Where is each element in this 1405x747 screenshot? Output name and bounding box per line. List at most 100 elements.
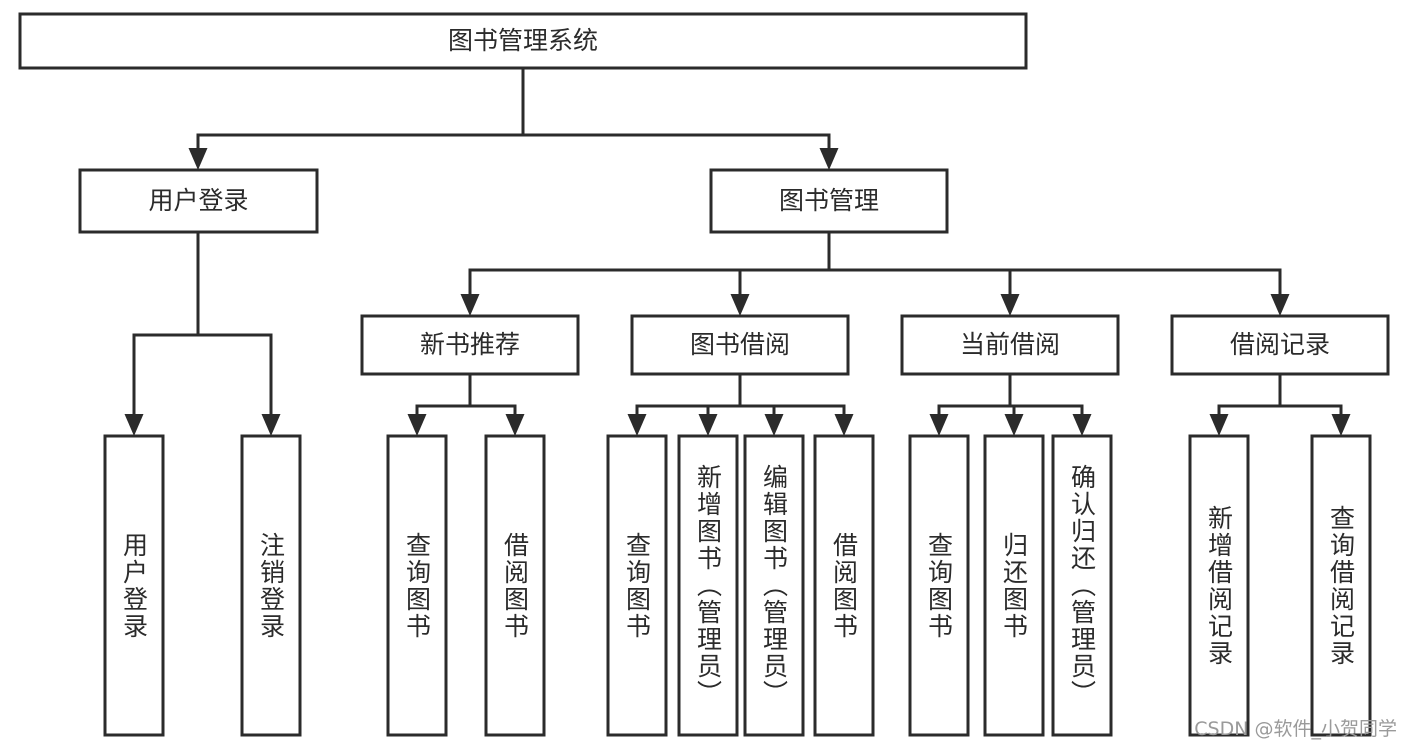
node-box[interactable]: [743, 434, 805, 737]
node-root[interactable]: 图书管理系统: [18, 12, 1028, 70]
connector-user-login: [124, 230, 281, 436]
node-box[interactable]: [900, 314, 1120, 376]
arrow-head-icon: [730, 294, 750, 316]
node-label: 编辑图书（管理员）: [759, 464, 789, 707]
node-box[interactable]: [103, 434, 165, 737]
node-label: 图书管理系统: [448, 26, 598, 55]
node-box[interactable]: [677, 434, 739, 737]
node-label: 查询借阅记录: [1326, 504, 1356, 667]
arrow-head-icon: [407, 414, 427, 436]
arrow-head-icon: [819, 148, 839, 170]
node-label: 图书管理: [779, 186, 879, 215]
node-box[interactable]: [1170, 314, 1390, 376]
arrow-head-icon: [188, 148, 208, 170]
node-box[interactable]: [18, 12, 1028, 70]
arrow-head-icon: [1331, 414, 1351, 436]
node-box[interactable]: [1051, 434, 1113, 737]
connector-book-manage: [460, 230, 1290, 316]
node-box[interactable]: [709, 168, 949, 234]
node-label: 查询图书: [622, 531, 652, 640]
node-box[interactable]: [484, 434, 546, 737]
arrow-head-icon: [1270, 294, 1290, 316]
csdn-watermark: CSDN @软件_小贺同学: [1194, 718, 1397, 740]
node-label: 借阅记录: [1230, 330, 1330, 359]
node-label-wrap-leaf-user-logout: 注销登录: [242, 436, 300, 735]
node-leaf-borrow-do[interactable]: [813, 434, 875, 737]
node-new-book-rec[interactable]: 新书推荐: [360, 314, 580, 376]
node-label-wrap-leaf-cur-confirm: 确认归还（管理员）: [1053, 436, 1111, 735]
node-leaf-rec-borrow[interactable]: [484, 434, 546, 737]
node-box[interactable]: [1188, 434, 1250, 737]
node-label: 新增图书（管理员）: [693, 464, 723, 707]
node-current-borrow[interactable]: 当前借阅: [900, 314, 1120, 376]
connector-borrow-record: [1209, 372, 1351, 436]
connector-current-borrow: [929, 372, 1092, 436]
node-book-manage[interactable]: 图书管理: [709, 168, 949, 234]
node-label: 查询图书: [924, 531, 954, 640]
node-label-wrap-leaf-borrow-add: 新增图书（管理员）: [679, 436, 737, 735]
node-label-wrap-leaf-rec-borrow: 借阅图书: [486, 436, 544, 735]
node-label-wrap-leaf-borrow-query: 查询图书: [608, 436, 666, 735]
node-label-wrap-leaf-rec-add: 新增借阅记录: [1190, 436, 1248, 735]
node-box[interactable]: [78, 168, 319, 234]
node-box[interactable]: [240, 434, 302, 737]
node-label: 新书推荐: [420, 330, 520, 359]
node-box[interactable]: [606, 434, 668, 737]
connector-book-borrow: [627, 372, 854, 436]
node-leaf-rec-query[interactable]: [386, 434, 448, 737]
node-label: 用户登录: [148, 186, 248, 215]
node-box[interactable]: [386, 434, 448, 737]
connectors-layer: [124, 66, 1351, 436]
arrow-head-icon: [929, 414, 949, 436]
node-label: 归还图书: [999, 531, 1029, 640]
node-label-wrap-leaf-rec-query: 查询图书: [388, 436, 446, 735]
node-label: 当前借阅: [960, 330, 1060, 359]
node-leaf-cur-query[interactable]: [908, 434, 970, 737]
arrow-head-icon: [1004, 414, 1024, 436]
node-leaf-cur-return[interactable]: [983, 434, 1045, 737]
arrow-head-icon: [834, 414, 854, 436]
node-label-wrap-leaf-borrow-do: 借阅图书: [815, 436, 873, 735]
node-leaf-rec-search[interactable]: [1310, 434, 1372, 737]
node-leaf-borrow-edit[interactable]: [743, 434, 805, 737]
node-label-wrap-leaf-user-login: 用户登录: [105, 436, 163, 735]
node-label: 确认归还（管理员）: [1067, 464, 1097, 707]
arrow-head-icon: [1072, 414, 1092, 436]
node-leaf-user-login[interactable]: [103, 434, 165, 737]
node-book-borrow[interactable]: 图书借阅: [630, 314, 850, 376]
node-label: 新增借阅记录: [1204, 504, 1234, 667]
node-label-wrap-leaf-cur-return: 归还图书: [985, 436, 1043, 735]
node-leaf-cur-confirm[interactable]: [1051, 434, 1113, 737]
arrow-head-icon: [698, 414, 718, 436]
node-leaf-user-logout[interactable]: [240, 434, 302, 737]
arrow-head-icon: [261, 414, 281, 436]
node-user-login[interactable]: 用户登录: [78, 168, 319, 234]
node-label-wrap-leaf-cur-query: 查询图书: [910, 436, 968, 735]
node-box[interactable]: [908, 434, 970, 737]
arrow-head-icon: [124, 414, 144, 436]
connector-root: [188, 66, 839, 170]
node-leaf-borrow-query[interactable]: [606, 434, 668, 737]
node-box[interactable]: [813, 434, 875, 737]
node-label: 注销登录: [256, 531, 286, 640]
node-box[interactable]: [983, 434, 1045, 737]
arrow-head-icon: [1000, 294, 1020, 316]
node-box[interactable]: [630, 314, 850, 376]
node-leaf-rec-add[interactable]: [1188, 434, 1250, 737]
node-label: 查询图书: [402, 531, 432, 640]
node-box[interactable]: [1310, 434, 1372, 737]
node-label: 图书借阅: [690, 330, 790, 359]
node-label: 用户登录: [119, 531, 149, 640]
arrow-head-icon: [764, 414, 784, 436]
arrow-head-icon: [627, 414, 647, 436]
arrow-head-icon: [460, 294, 480, 316]
connector-new-book-rec: [407, 372, 525, 436]
arrow-head-icon: [1209, 414, 1229, 436]
node-leaf-borrow-add[interactable]: [677, 434, 739, 737]
node-label-wrap-leaf-rec-search: 查询借阅记录: [1312, 436, 1370, 735]
node-borrow-record[interactable]: 借阅记录: [1170, 314, 1390, 376]
node-box[interactable]: [360, 314, 580, 376]
